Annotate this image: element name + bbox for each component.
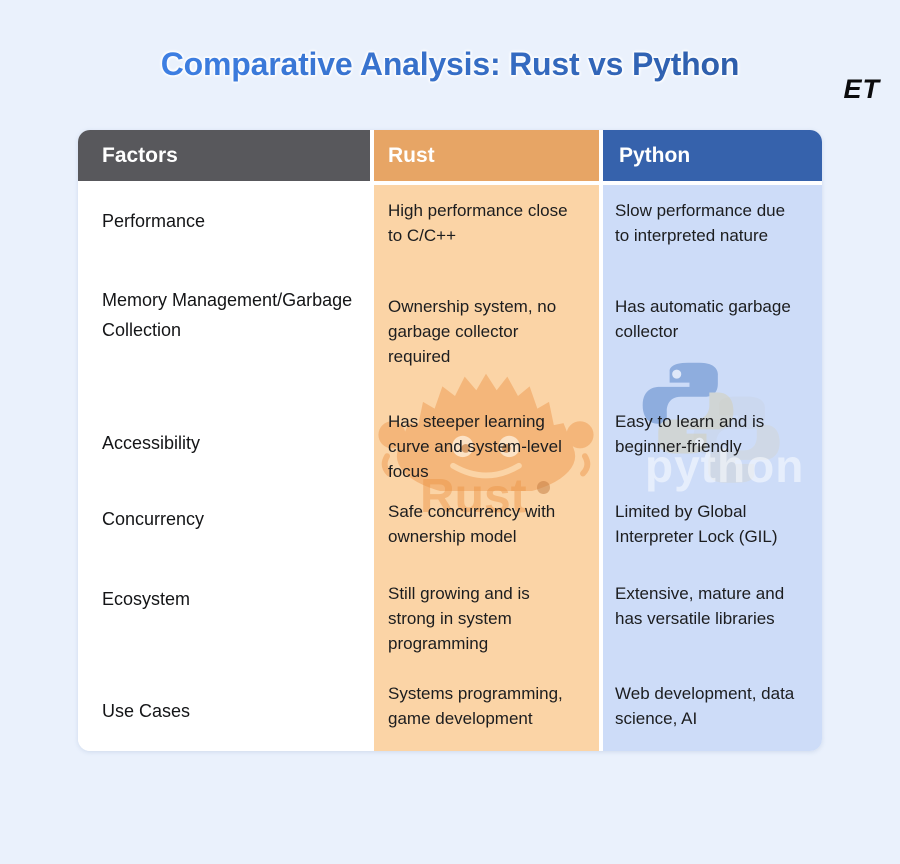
column-factors: Factors Performance Memory Management/Ga… — [78, 130, 370, 751]
factor-label-use-cases: Use Cases — [102, 701, 191, 721]
column-header-factors: Factors — [78, 130, 370, 181]
python-cell-concurrency: Limited by Global Interpreter Lock (GIL) — [615, 502, 778, 546]
rust-cell-use-cases: Systems programming, game development — [388, 684, 563, 728]
python-column-body: python Slow performance due to interpret… — [603, 181, 822, 751]
python-cell-use-cases: Web development, data science, AI — [615, 684, 795, 728]
factor-label-ecosystem: Ecosystem — [102, 589, 191, 609]
python-cell-accessibility: Easy to learn and is beginner-friendly — [615, 412, 765, 456]
factors-column-body: Performance Memory Management/Garbage Co… — [78, 181, 370, 751]
python-cell-ecosystem: Extensive, mature and has versatile libr… — [615, 584, 785, 628]
factor-label-accessibility: Accessibility — [102, 433, 201, 453]
python-cell-memory: Has automatic garbage collector — [615, 297, 791, 341]
column-python: Python python — [603, 130, 822, 751]
factor-label-memory: Memory Management/Garbage Collection — [102, 290, 353, 340]
comparison-table: Factors Performance Memory Management/Ga… — [78, 130, 822, 751]
python-wordmark-watermark: python — [645, 440, 805, 492]
python-cell-performance: Slow performance due to interpreted natu… — [615, 201, 786, 245]
column-rust: Rust Rust — [374, 130, 599, 751]
rust-cell-performance: High performance close to C/C++ — [388, 201, 568, 245]
rust-cell-accessibility: Has steeper learning curve and system-le… — [388, 412, 562, 481]
factor-label-concurrency: Concurrency — [102, 509, 205, 529]
python-logo-icon — [642, 362, 780, 483]
rust-cell-concurrency: Safe concurrency with ownership model — [388, 502, 556, 546]
rust-wordmark-watermark: Rust — [420, 473, 550, 521]
infographic-page: Comparative Analysis: Rust vs Python ET … — [0, 44, 900, 864]
et-brand-logo: ET — [843, 74, 880, 104]
page-title: Comparative Analysis: Rust vs Python — [0, 44, 900, 84]
rust-cell-ecosystem: Still growing and is strong in system pr… — [388, 584, 530, 653]
rust-column-body: Rust High performance close to C/C++ Own… — [374, 181, 599, 751]
rust-cell-memory: Ownership system, no garbage collector r… — [388, 297, 557, 366]
column-header-python: Python — [603, 130, 822, 181]
factor-label-performance: Performance — [102, 211, 206, 231]
column-header-rust: Rust — [374, 130, 599, 181]
